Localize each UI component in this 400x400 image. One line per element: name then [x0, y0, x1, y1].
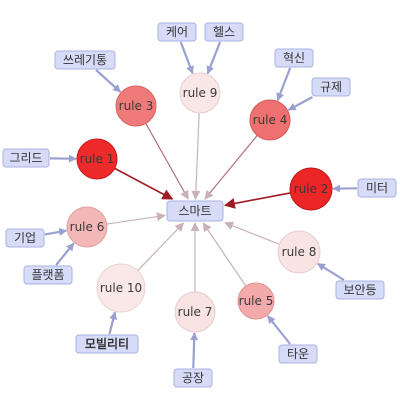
rule-label: rule 4	[253, 113, 288, 127]
item-box	[2, 148, 50, 168]
rule-label: rule 7	[178, 305, 213, 319]
rule-circle	[96, 263, 146, 313]
item-label: 쓰레기통	[63, 53, 107, 67]
rule-node-rule5[interactable]: rule 5	[237, 282, 275, 320]
item-box	[204, 22, 244, 42]
item-label: 규제	[320, 80, 342, 94]
item-box	[23, 265, 73, 285]
item-label: 그리드	[9, 151, 42, 165]
edge-rule8-to-center	[224, 221, 280, 245]
edge-regulation-to-rule4	[287, 96, 314, 111]
rule-node-rule4[interactable]: rule 4	[249, 99, 291, 141]
edge-factory-to-rule7	[190, 332, 199, 369]
edge-rule6-to-center	[106, 212, 166, 225]
rule-label: rule 8	[282, 245, 317, 259]
edge-streaming-to-rule3	[95, 69, 122, 93]
rule-label: rule 3	[119, 99, 154, 113]
item-box	[278, 344, 318, 364]
item-node-meter[interactable]: 미터	[357, 178, 397, 198]
item-node-grid[interactable]: 그리드	[2, 148, 50, 168]
rule-node-rule1[interactable]: rule 1	[76, 138, 118, 180]
item-node-innovation[interactable]: 혁신	[274, 48, 314, 68]
item-box	[157, 22, 197, 42]
item-label: 공장	[182, 371, 204, 385]
rule-label: rule 6	[70, 220, 105, 234]
edge-rule3-to-center	[145, 123, 189, 200]
item-label: 타운	[287, 347, 309, 361]
rule-circle	[76, 138, 118, 180]
item-node-regulation[interactable]: 규제	[311, 77, 351, 97]
item-label: 플랫폼	[31, 268, 64, 282]
rule-node-rule9[interactable]: rule 9	[179, 72, 221, 114]
item-node-town[interactable]: 타운	[278, 344, 318, 364]
edge-rule5-to-center	[202, 222, 247, 287]
rule-node-rule10[interactable]: rule 10	[96, 263, 146, 313]
item-label: 헬스	[213, 25, 235, 39]
rule-circle	[249, 99, 291, 141]
edge-health-to-rule9	[206, 41, 222, 75]
edges-layer	[44, 41, 358, 369]
item-node-mobility[interactable]: 모빌리티	[75, 334, 139, 354]
item-node-company[interactable]: 기업	[5, 228, 45, 248]
item-label: 모빌리티	[85, 336, 129, 351]
rule-circle	[179, 72, 221, 114]
rule-circle	[115, 85, 157, 127]
item-box	[5, 228, 45, 248]
item-label: 기업	[14, 231, 36, 245]
center-node[interactable]: 스마트	[166, 200, 224, 222]
edge-rule9-to-center	[191, 112, 201, 200]
item-box	[335, 280, 385, 300]
item-box	[75, 334, 139, 354]
item-node-factory[interactable]: 공장	[173, 368, 213, 388]
rule-circle	[277, 230, 321, 274]
item-label: 혁신	[283, 51, 305, 65]
item-label: 보안등	[343, 283, 376, 297]
rule-label: rule 10	[100, 281, 142, 295]
rule-node-rule6[interactable]: rule 6	[66, 206, 108, 248]
rule-circle	[237, 282, 275, 320]
item-node-care[interactable]: 케어	[157, 22, 197, 42]
edge-rule10-to-center	[137, 222, 185, 272]
rule-circle	[289, 167, 333, 211]
edge-rule4-to-center	[204, 135, 258, 200]
item-box	[357, 178, 397, 198]
rule-node-rule8[interactable]: rule 8	[277, 230, 321, 274]
edge-care-to-rule9	[179, 41, 194, 75]
edge-company-to-rule6	[44, 227, 68, 236]
rule-node-rule2[interactable]: rule 2	[289, 167, 333, 211]
item-box	[274, 48, 314, 68]
item-label: 케어	[166, 25, 188, 39]
edge-platform-to-rule6	[55, 242, 75, 266]
nodes-layer: rule 1 rule 2 rule 3 rule 4 rule 5 rule 6 rule…	[2, 22, 397, 388]
rule-node-rule3[interactable]: rule 3	[115, 85, 157, 127]
edge-rule2-to-center	[223, 192, 291, 209]
rule-node-rule7[interactable]: rule 7	[174, 291, 216, 333]
item-node-platform[interactable]: 플랫폼	[23, 265, 73, 285]
rule-label: rule 1	[80, 152, 115, 166]
edge-innovation-to-rule4	[276, 67, 292, 102]
center-box	[166, 200, 224, 222]
item-node-health[interactable]: 헬스	[204, 22, 244, 42]
item-box	[311, 77, 351, 97]
rule-label: rule 9	[183, 86, 218, 100]
edge-security-to-rule8	[316, 262, 345, 281]
item-node-security[interactable]: 보안등	[335, 280, 385, 300]
rule-label: rule 2	[294, 182, 329, 196]
rule-circle	[66, 206, 108, 248]
rule-circle	[174, 291, 216, 333]
item-label: 미터	[366, 181, 388, 195]
edge-rule1-to-center	[114, 167, 174, 200]
item-box	[54, 50, 116, 70]
item-box	[173, 368, 213, 388]
edge-town-to-rule5	[266, 315, 291, 345]
item-node-streaming[interactable]: 쓰레기통	[54, 50, 116, 70]
center-label: 스마트	[178, 204, 211, 218]
rule-label: rule 5	[239, 294, 274, 308]
edge-mobility-to-rule10	[108, 311, 118, 335]
